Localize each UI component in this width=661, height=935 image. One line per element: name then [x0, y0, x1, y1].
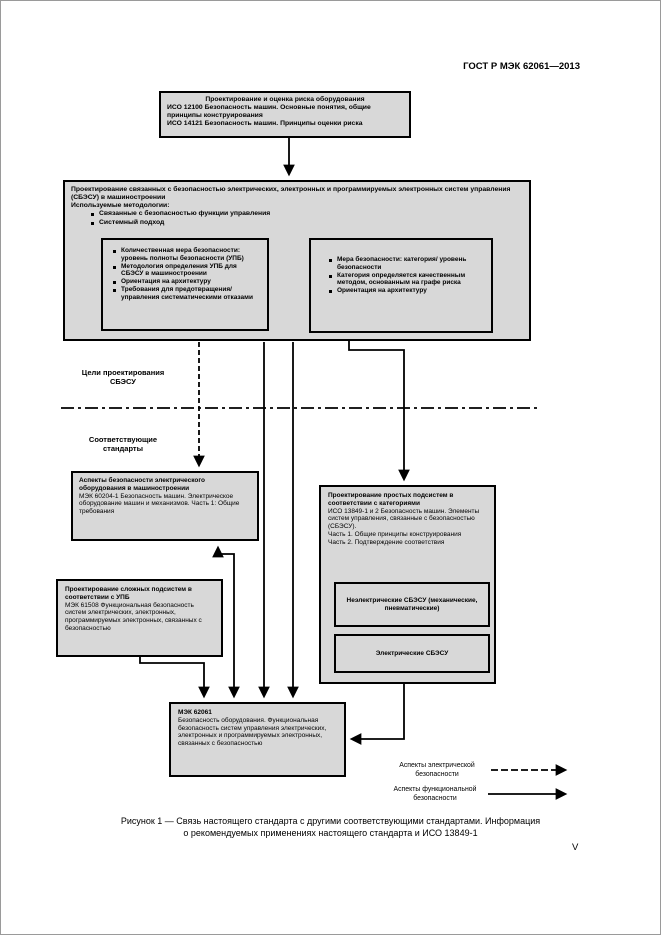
legend-electrical-label: Аспекты электрической безопасности	[399, 762, 475, 778]
legend-functional-label: Аспекты функциональной безопасности	[393, 786, 477, 802]
bullet-icon	[329, 290, 332, 294]
bullet-icon	[113, 250, 116, 253]
risk-assessment-box: Проектирование и оценка риска оборудован…	[159, 91, 411, 138]
iec61508-box: Проектирование сложных подсистем в соотв…	[56, 579, 223, 657]
related-standards-label: Соответствующие стандарты	[88, 435, 158, 454]
iec62061-box: МЭК 62061 Безопасность оборудования. Фун…	[169, 702, 346, 777]
bullet-icon	[329, 259, 332, 262]
page-number: V	[572, 842, 579, 853]
electric-srpcs-box: Электрические СБЭСУ	[334, 634, 490, 673]
bullet-icon	[91, 221, 94, 225]
iso13849-part2: Часть 2. Подтверждение соответствия	[328, 538, 445, 546]
iec60204-title: Аспекты безопасности электрического обор…	[79, 477, 205, 492]
nonelectric-srpcs-box: Неэлектрические СБЭСУ (механические, пне…	[334, 582, 490, 627]
connector-iso13849-to-iec62061	[349, 684, 405, 745]
iec62061-title: МЭК 62061	[178, 709, 212, 716]
sil-bullet: Ориентация на архитектуру	[113, 278, 259, 286]
page-header: ГОСТ Р МЭК 62061—2013	[463, 61, 580, 72]
bullet-icon	[91, 213, 94, 217]
design-goals-label: Цели проектирования СБЭСУ	[81, 368, 165, 387]
iec60204-box: Аспекты безопасности электрического обор…	[71, 471, 259, 541]
nonelectric-srpcs-label: Неэлектрические СБЭСУ (механические, пне…	[346, 596, 478, 612]
srecs-methods-label: Используемые методологии:	[71, 202, 170, 210]
iec61508-body: МЭК 61508 Функциональная безопасность си…	[65, 601, 202, 632]
srecs-bullet: Системный подход	[71, 219, 523, 227]
sil-bullet: Методология определения УПБ для СБЭСУ в …	[113, 263, 259, 279]
electric-srpcs-label: Электрические СБЭСУ	[375, 649, 449, 657]
iso13849-body: ИСО 13849-1 и 2 Безопасность машин. Элем…	[328, 507, 480, 531]
sil-bullet: Требования для предотвращения/ управлени…	[113, 286, 259, 302]
risk-box-iso14121: ИСО 14121 Безопасность машин. Принципы о…	[167, 120, 363, 128]
risk-box-title: Проектирование и оценка риска оборудован…	[205, 96, 365, 103]
srecs-bullet: Связанные с безопасностью функции управл…	[71, 210, 523, 218]
sil-bullet: Количественная мера безопасности: уровен…	[113, 247, 259, 263]
iec60204-body: МЭК 60204-1 Безопасность машин. Электрич…	[79, 492, 240, 516]
bullet-icon	[113, 281, 116, 285]
iec61508-title: Проектирование сложных подсистем в соотв…	[65, 586, 192, 601]
connector-iec61508-to-iec62061	[139, 657, 210, 699]
category-measures-box: Мера безопасности: категория/ уровень бе…	[309, 238, 493, 333]
category-bullet: Ориентация на архитектуру	[329, 287, 481, 295]
iec62061-body: Безопасность оборудования. Функциональна…	[178, 716, 327, 748]
iso13849-title: Проектирование простых подсистем в соотв…	[328, 492, 454, 507]
figure-caption: Рисунок 1 — Связь настоящего стандарта с…	[120, 816, 541, 839]
category-bullet: Категория определяется качественным мето…	[329, 272, 481, 288]
connector-srecs-to-iso13849	[348, 341, 410, 482]
bullet-icon	[113, 265, 116, 269]
bullet-icon	[329, 274, 332, 278]
category-bullet: Мера безопасности: категория/ уровень бе…	[329, 256, 481, 272]
bullet-icon	[113, 288, 116, 292]
srecs-box-title: Проектирование связанных с безопасностью…	[71, 186, 511, 202]
sil-measures-box: Количественная мера безопасности: уровен…	[101, 238, 269, 331]
iso13849-box: Проектирование простых подсистем в соотв…	[319, 485, 496, 684]
iso13849-part1: Часть 1. Общие принципы конструирования	[328, 530, 462, 538]
risk-box-iso12100: ИСО 12100 Безопасность машин. Основные п…	[167, 104, 371, 120]
